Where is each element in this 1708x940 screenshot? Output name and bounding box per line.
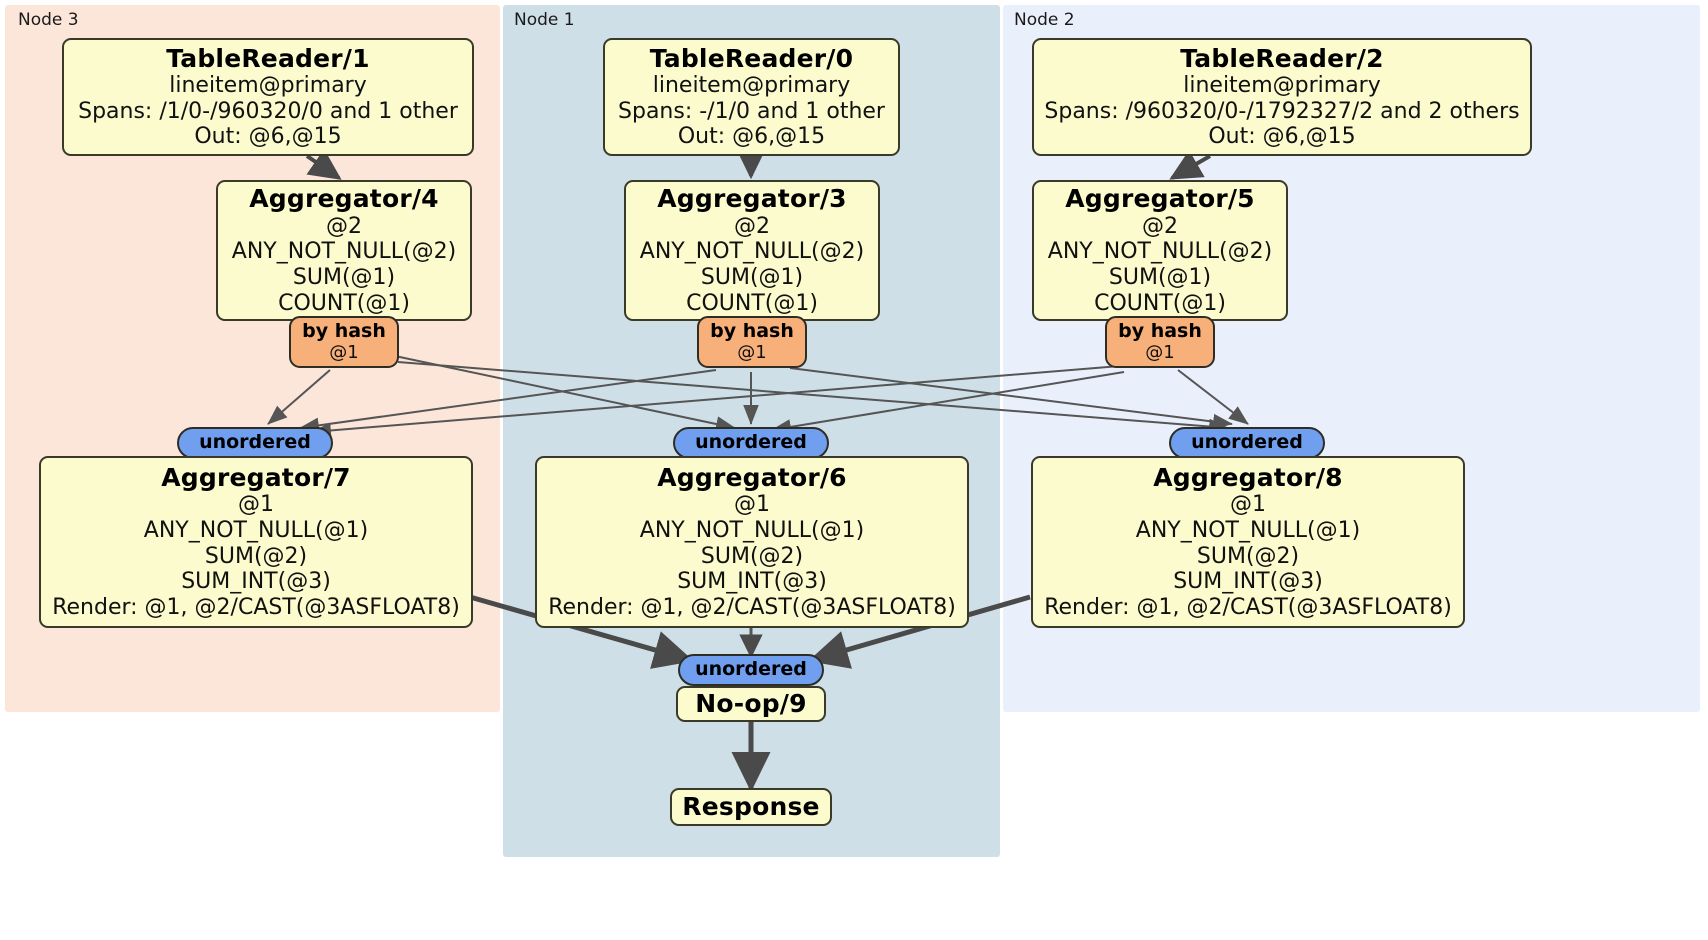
processor-title: Aggregator/8	[1153, 463, 1343, 493]
processor-tablereader-1[interactable]: TableReader/1 lineitem@primary Spans: /1…	[62, 38, 474, 156]
router-detail: @1	[329, 341, 359, 363]
processor-title: TableReader/1	[166, 43, 370, 73]
processor-detail: lineitem@primary	[169, 73, 367, 99]
processor-detail: SUM(@1)	[1108, 265, 1212, 291]
processor-detail: SUM(@1)	[700, 265, 804, 291]
synchronizer-unordered-final[interactable]: unordered	[678, 654, 824, 686]
processor-tablereader-0[interactable]: TableReader/0 lineitem@primary Spans: -/…	[603, 38, 900, 156]
processor-detail: Render: @1, @2/CAST(@3ASFLOAT8)	[548, 595, 956, 621]
processor-detail: SUM(@2)	[700, 543, 804, 569]
processor-detail: SUM_INT(@3)	[1173, 569, 1323, 595]
processor-detail: @1	[1230, 492, 1266, 518]
router-by-hash-center[interactable]: by hash @1	[697, 316, 807, 368]
processor-aggregator-3[interactable]: Aggregator/3 @2 ANY_NOT_NULL(@2) SUM(@1)…	[624, 180, 880, 321]
processor-detail: ANY_NOT_NULL(@2)	[231, 239, 457, 265]
router-title: by hash	[302, 320, 386, 343]
processor-detail: ANY_NOT_NULL(@1)	[1135, 518, 1361, 544]
processor-response[interactable]: Response	[670, 788, 832, 826]
router-title: by hash	[1118, 320, 1202, 343]
panel-label-node1: Node 1	[514, 10, 575, 30]
processor-title: Aggregator/6	[657, 463, 847, 493]
processor-title: Aggregator/5	[1065, 184, 1255, 214]
processor-detail: lineitem@primary	[1183, 73, 1381, 99]
processor-detail: Spans: /1/0-/960320/0 and 1 other	[78, 98, 458, 124]
synchronizer-unordered-center[interactable]: unordered	[673, 427, 829, 459]
synchronizer-title: unordered	[1191, 431, 1303, 454]
processor-detail: SUM_INT(@3)	[677, 569, 827, 595]
processor-detail: SUM(@2)	[1196, 543, 1300, 569]
processor-detail: @2	[734, 213, 770, 239]
panel-label-node3: Node 3	[18, 10, 79, 30]
processor-title: Aggregator/3	[657, 184, 847, 214]
processor-detail: COUNT(@1)	[686, 290, 818, 316]
processor-aggregator-8[interactable]: Aggregator/8 @1 ANY_NOT_NULL(@1) SUM(@2)…	[1031, 456, 1465, 628]
processor-detail: SUM(@1)	[292, 265, 396, 291]
processor-detail: Spans: /960320/0-/1792327/2 and 2 others	[1044, 98, 1520, 124]
processor-noop-9[interactable]: No-op/9	[676, 686, 826, 722]
processor-title: Response	[682, 792, 820, 822]
processor-detail: COUNT(@1)	[278, 290, 410, 316]
processor-aggregator-7[interactable]: Aggregator/7 @1 ANY_NOT_NULL(@1) SUM(@2)…	[39, 456, 473, 628]
processor-title: Aggregator/7	[161, 463, 351, 493]
processor-detail: @1	[238, 492, 274, 518]
synchronizer-title: unordered	[695, 431, 807, 454]
synchronizer-unordered-right[interactable]: unordered	[1169, 427, 1325, 459]
synchronizer-unordered-left[interactable]: unordered	[177, 427, 333, 459]
processor-detail: SUM(@2)	[204, 543, 308, 569]
processor-detail: ANY_NOT_NULL(@1)	[639, 518, 865, 544]
synchronizer-title: unordered	[695, 658, 807, 681]
processor-detail: Out: @6,@15	[677, 124, 826, 150]
processor-detail: Out: @6,@15	[1208, 124, 1356, 150]
processor-detail: Render: @1, @2/CAST(@3ASFLOAT8)	[1044, 595, 1452, 621]
processor-title: TableReader/2	[1180, 43, 1384, 73]
processor-detail: ANY_NOT_NULL(@2)	[639, 239, 865, 265]
processor-detail: @1	[734, 492, 770, 518]
processor-detail: ANY_NOT_NULL(@2)	[1047, 239, 1273, 265]
processor-title: No-op/9	[695, 689, 807, 719]
router-by-hash-right[interactable]: by hash @1	[1105, 316, 1215, 368]
synchronizer-title: unordered	[199, 431, 311, 454]
processor-detail: @2	[326, 213, 362, 239]
processor-detail: @2	[1142, 213, 1178, 239]
router-title: by hash	[710, 320, 794, 343]
processor-tablereader-2[interactable]: TableReader/2 lineitem@primary Spans: /9…	[1032, 38, 1532, 156]
router-by-hash-left[interactable]: by hash @1	[289, 316, 399, 368]
processor-title: Aggregator/4	[249, 184, 439, 214]
processor-aggregator-6[interactable]: Aggregator/6 @1 ANY_NOT_NULL(@1) SUM(@2)…	[535, 456, 969, 628]
panel-label-node2: Node 2	[1014, 10, 1075, 30]
processor-title: TableReader/0	[649, 43, 854, 73]
processor-detail: SUM_INT(@3)	[181, 569, 331, 595]
processor-detail: Out: @6,@15	[194, 124, 342, 150]
router-detail: @1	[1145, 341, 1175, 363]
processor-detail: ANY_NOT_NULL(@1)	[143, 518, 369, 544]
router-detail: @1	[737, 341, 767, 363]
processor-aggregator-5[interactable]: Aggregator/5 @2 ANY_NOT_NULL(@2) SUM(@1)…	[1032, 180, 1288, 321]
processor-detail: lineitem@primary	[652, 73, 851, 99]
processor-detail: COUNT(@1)	[1094, 290, 1226, 316]
processor-aggregator-4[interactable]: Aggregator/4 @2 ANY_NOT_NULL(@2) SUM(@1)…	[216, 180, 472, 321]
processor-detail: Render: @1, @2/CAST(@3ASFLOAT8)	[52, 595, 460, 621]
processor-detail: Spans: -/1/0 and 1 other	[618, 98, 885, 124]
